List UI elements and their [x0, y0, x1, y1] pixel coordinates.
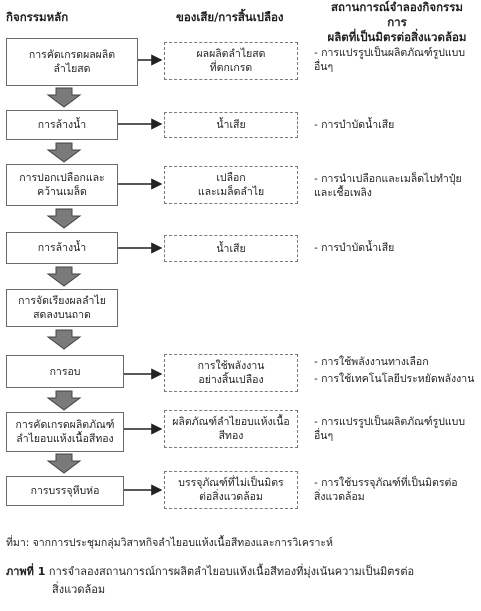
main-step-grading-fresh: การคัดเกรดผลผลิต ลำไยสด [6, 38, 138, 86]
green-note-1: - การแปรรูปเป็นผลิตภัณฑ์รูปแบบ อื่นๆ [314, 47, 466, 73]
down-arrow-6 [46, 390, 82, 411]
down-arrow-3 [46, 208, 82, 229]
down-arrow-2 [46, 142, 82, 163]
green-note-6a: - การใช้พลังงานทางเลือก [314, 356, 429, 368]
down-arrow-7 [46, 453, 82, 474]
source-note: ที่มา: จากการประชุมกลุ่มวิสาหกิจลำไยอบแห… [6, 537, 333, 549]
main-step-washing-1: การล้างน้ำ [6, 110, 118, 140]
caption-text: การจำลองสถานการณ์การผลิตลำไยอบแห้งเนื้อส… [48, 565, 415, 578]
caption-label: ภาพที่ 1 [6, 565, 46, 578]
figure-caption-line2: สิ่งแวดล้อม [52, 583, 106, 596]
green-note-8: - การใช้บรรจุภัณฑ์ที่เป็นมิตรต่อ สิ่งแวด… [314, 477, 458, 503]
waste-box-wastewater-2: น้ำเสีย [164, 235, 298, 262]
header-main-activity: กิจกรรมหลัก [6, 10, 69, 24]
green-note-4: - การบำบัดน้ำเสีย [314, 242, 395, 254]
waste-box-rejected-product: ผลิตภัณฑ์ลำไยอบแห้งเนื้อ สีทอง [164, 410, 298, 448]
down-arrow-1 [46, 87, 82, 108]
main-step-drying: การอบ [6, 355, 124, 388]
waste-box-peel-seeds: เปลือก และเมล็ดลำไย [164, 166, 298, 204]
main-step-arranging-trays: การจัดเรียงผลลำไย สดลงบนถาด [6, 289, 118, 327]
main-step-grading-product: การคัดเกรดผลิตภัณฑ์ ลำไยอบแห้งเนื้อสีทอง [6, 412, 124, 452]
green-note-2: - การบำบัดน้ำเสีย [314, 119, 395, 131]
main-step-packaging: การบรรจุหีบห่อ [6, 476, 124, 506]
green-note-7: - การแปรรูปเป็นผลิตภัณฑ์รูปแบบ อื่นๆ [314, 416, 466, 442]
waste-box-substandard-fruit: ผลผลิตลำไยสด ที่ตกเกรด [164, 42, 298, 80]
green-note-3: - การนำเปลือกและเมล็ดไปทำปุ๋ย และเชื้อเพ… [314, 173, 462, 199]
main-step-peeling-pitting: การปอกเปลือกและ คว้านเมล็ด [6, 164, 118, 206]
figure-caption: ภาพที่ 1 การจำลองสถานการณ์การผลิตลำไยอบแ… [6, 564, 476, 580]
waste-box-energy-waste: การใช้พลังงาน อย่างสิ้นเปลือง [164, 354, 298, 392]
header-waste: ของเสีย/การสิ้นเปลือง [176, 10, 284, 24]
green-note-6b: - การใช้เทคโนโลยีประหยัดพลังงาน [314, 373, 475, 385]
header-green-scenario: สถานการณ์จำลองกิจกรรมการ ผลิตที่เป็นมิตร… [327, 0, 467, 44]
main-step-washing-2: การล้างน้ำ [6, 232, 118, 264]
waste-box-packaging: บรรจุภัณฑ์ที่ไม่เป็นมิตร ต่อสิ่งแวดล้อม [164, 471, 298, 509]
down-arrow-5 [46, 329, 82, 350]
down-arrow-4 [46, 266, 82, 287]
waste-box-wastewater-1: น้ำเสีย [164, 112, 298, 138]
